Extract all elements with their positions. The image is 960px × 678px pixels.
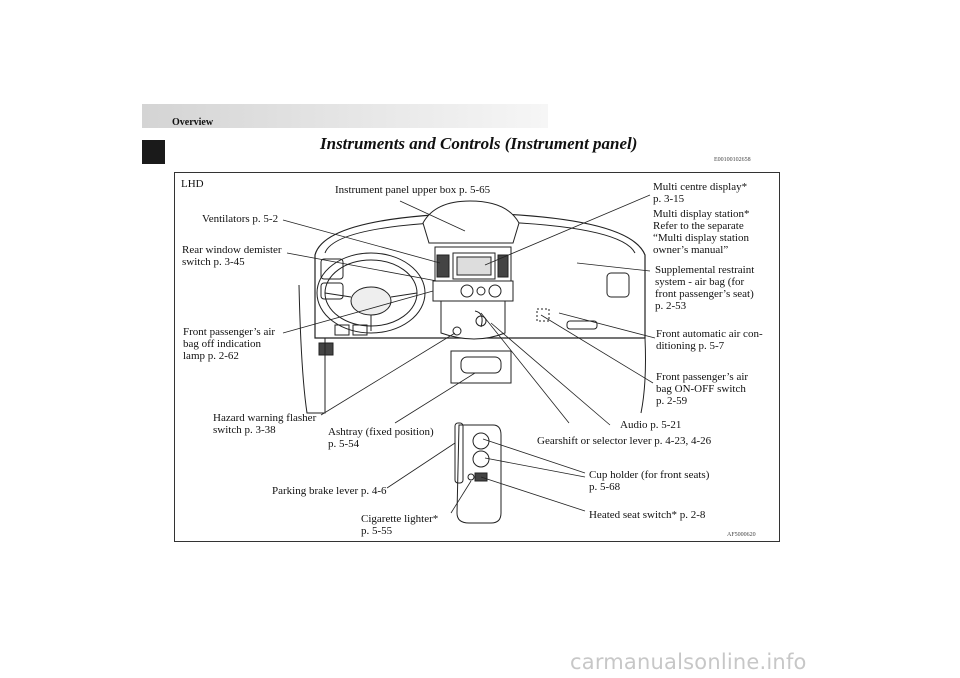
label-gearshift: Gearshift or selector lever p. 4-23, 4-2… — [537, 435, 712, 447]
label-srs-airbag: Supplemental restraint system - air bag … — [655, 264, 755, 312]
label-front-air-conditioning: Front automatic air con- ditioning p. 5-… — [656, 328, 763, 352]
label-cup-holder: Cup holder (for front seats) p. 5-68 — [589, 469, 710, 493]
instrument-panel-figure: LHD Instrument panel upper box p. 5-65 M… — [174, 172, 780, 542]
label-audio: Audio p. 5-21 — [620, 419, 682, 431]
label-cigarette-lighter: Cigarette lighter* p. 5-55 — [361, 513, 439, 537]
side-tab-marker — [142, 140, 165, 164]
figure-code: AF5000620 — [727, 532, 756, 538]
label-upper-box: Instrument panel upper box p. 5-65 — [335, 184, 491, 196]
label-ashtray: Ashtray (fixed position) p. 5-54 — [328, 426, 434, 450]
label-heated-seat: Heated seat switch* p. 2-8 — [589, 509, 706, 521]
header-bar — [142, 104, 548, 128]
watermark: carmanualsonline.info — [570, 650, 807, 674]
reference-code: E00100102658 — [714, 157, 751, 163]
label-multi-centre-display: Multi centre display* p. 3-15 — [653, 181, 748, 205]
label-multi-display-station: Multi display station* Refer to the sepa… — [653, 208, 750, 256]
label-ventilators: Ventilators p. 5-2 — [202, 213, 279, 225]
label-passenger-airbag-off-lamp: Front passenger’s air bag off indication… — [183, 326, 276, 362]
variant-label: LHD — [181, 178, 204, 190]
page-title: Instruments and Controls (Instrument pan… — [320, 134, 638, 153]
dashboard-illustration — [282, 194, 656, 524]
label-hazard-switch: Hazard warning flasher switch p. 3-38 — [213, 412, 317, 436]
label-parking-brake: Parking brake lever p. 4-6 — [272, 485, 387, 497]
label-rear-window-demister: Rear window demister switch p. 3-45 — [182, 244, 282, 268]
label-passenger-airbag-switch: Front passenger’s air bag ON-OFF switch … — [656, 371, 749, 407]
section-name: Overview — [172, 117, 214, 128]
